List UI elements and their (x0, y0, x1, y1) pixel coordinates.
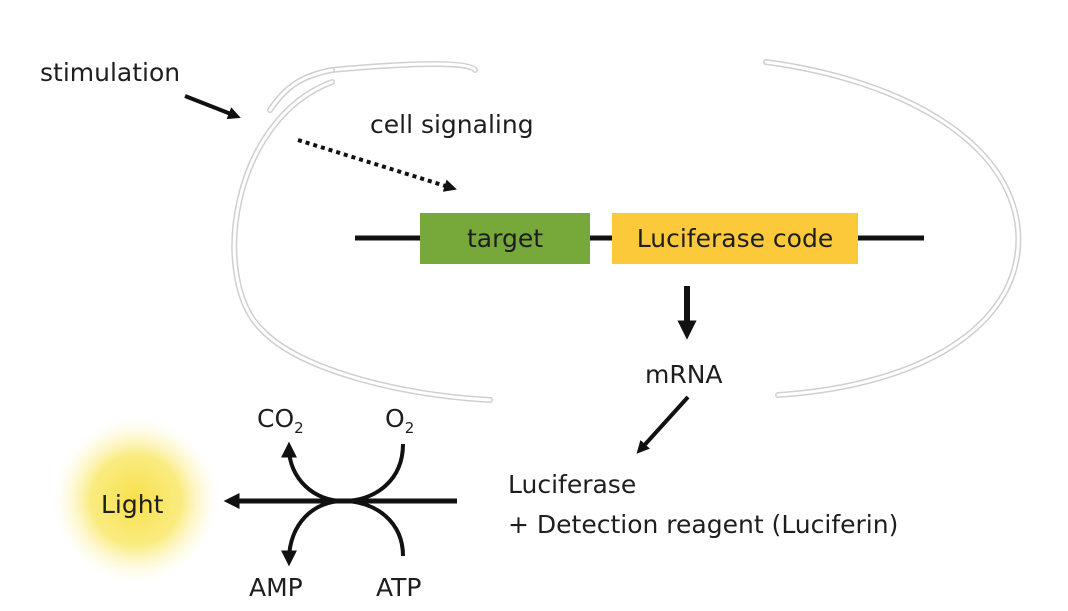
light-glow (54, 418, 218, 582)
target-box: target (420, 213, 590, 264)
o2-label: O2 (385, 404, 414, 436)
stimulation-label: stimulation (40, 58, 181, 87)
mrna-label: mRNA (645, 360, 723, 389)
luciferase-label: Luciferase (508, 470, 637, 499)
atp-to-amp-curve (281, 498, 405, 567)
o2-text: O (385, 404, 405, 433)
co2-text: CO (257, 404, 295, 433)
atp-label: ATP (376, 573, 422, 602)
o2-to-co2-curve (281, 441, 405, 504)
stimulation-arrow (184, 94, 241, 120)
translation-arrow (636, 395, 690, 454)
cell-membrane-left-inner (232, 80, 492, 402)
light-label: Light (101, 490, 164, 519)
o2-subscript: 2 (404, 419, 415, 437)
cell-signaling-arrow (297, 138, 457, 192)
co2-subscript: 2 (294, 419, 304, 437)
cell-signaling-label: cell signaling (370, 110, 534, 139)
co2-label: CO2 (257, 404, 304, 436)
luciferase-code-label: Luciferase code (636, 224, 834, 253)
detection-reagent-label: + Detection reagent (Luciferin) (508, 510, 899, 539)
luciferase-code-box: Luciferase code (612, 213, 858, 264)
target-label: target (466, 224, 543, 253)
amp-label: AMP (249, 573, 303, 602)
